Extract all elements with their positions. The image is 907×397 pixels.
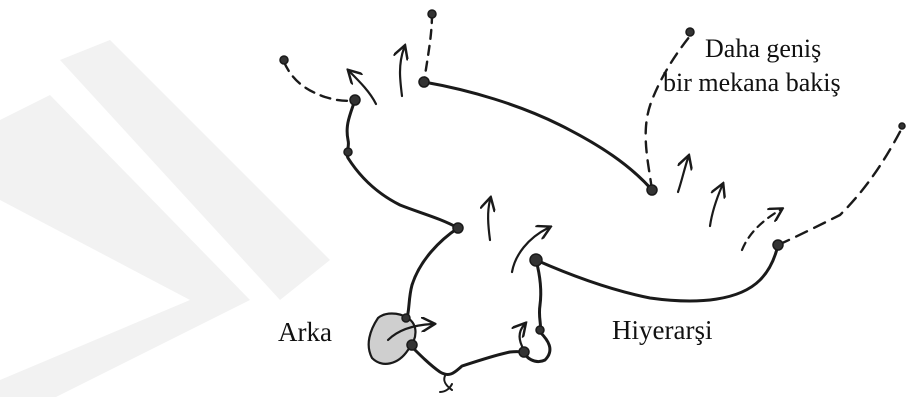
arrow-1 (400, 48, 404, 96)
node-g (530, 254, 542, 266)
dashed-branch-top-left (284, 62, 355, 101)
inner-court-wall (524, 260, 550, 362)
arrow-5 (678, 158, 688, 192)
node-c (344, 148, 352, 156)
arrow-3 (488, 200, 490, 240)
label-arka: Arka (278, 319, 332, 346)
node-d (453, 223, 463, 233)
node-top-left (280, 56, 288, 64)
node-m (519, 347, 529, 357)
node-top (428, 10, 436, 18)
dashed-branch-top (424, 14, 432, 82)
upper-diagonal-line (424, 82, 652, 190)
left-wall-line (347, 100, 458, 228)
node-k (407, 340, 417, 350)
node-h (773, 240, 783, 250)
arrow-9 (520, 325, 525, 350)
label-bir-mekana-bakis: bir mekana bakiş (663, 70, 841, 96)
lower-right-wall (536, 245, 778, 301)
node-j (402, 314, 410, 322)
dashed-branch-to-label (646, 36, 690, 190)
node-f (686, 28, 694, 36)
bottom-court-loop (410, 345, 524, 374)
node-i (899, 123, 905, 129)
dashed-branch-far-right (778, 128, 902, 245)
label-hiyerarsi: Hiyerarşi (612, 317, 712, 344)
arrow-6 (710, 186, 722, 226)
node-e (647, 185, 657, 195)
label-daha-genis: Daha geniş (705, 36, 821, 62)
arrow-4 (512, 228, 548, 272)
node-b (419, 77, 429, 87)
left-court-wall (406, 228, 458, 322)
node-l (536, 326, 544, 334)
bottom-small-arrow (440, 374, 452, 392)
node-a (350, 95, 360, 105)
